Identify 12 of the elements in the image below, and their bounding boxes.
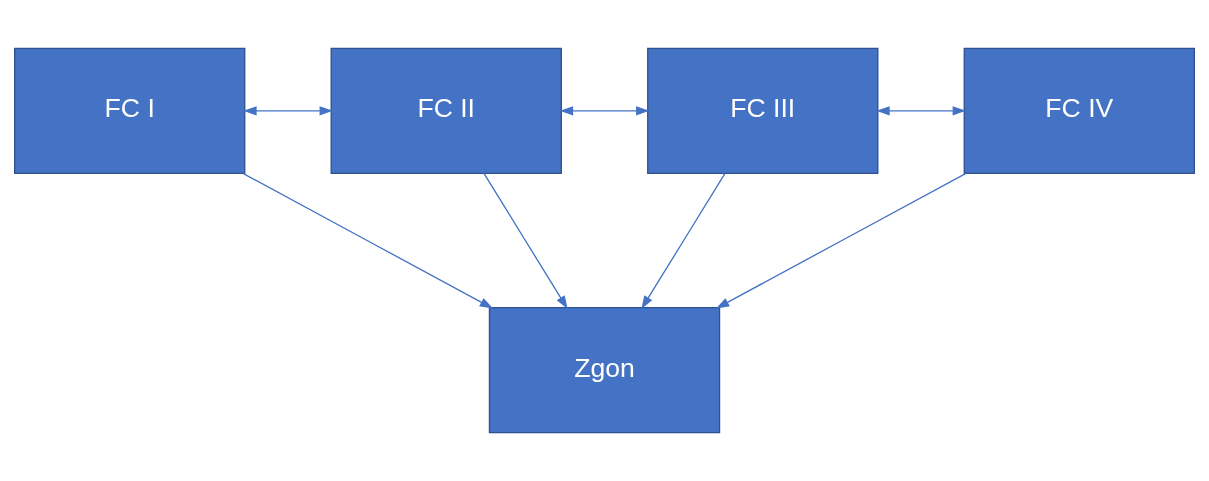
arrow — [242, 172, 494, 309]
arrow — [641, 172, 726, 310]
node-box: FC III — [647, 47, 879, 174]
arrow — [559, 106, 650, 116]
arrow — [715, 172, 967, 309]
arrow — [243, 106, 333, 116]
arrow — [876, 106, 966, 116]
node-box: FC II — [330, 47, 562, 174]
node-box: FC I — [14, 47, 246, 174]
node-box: FC IV — [963, 47, 1195, 174]
node-box: Zgon — [488, 307, 721, 434]
arrow — [483, 172, 568, 310]
